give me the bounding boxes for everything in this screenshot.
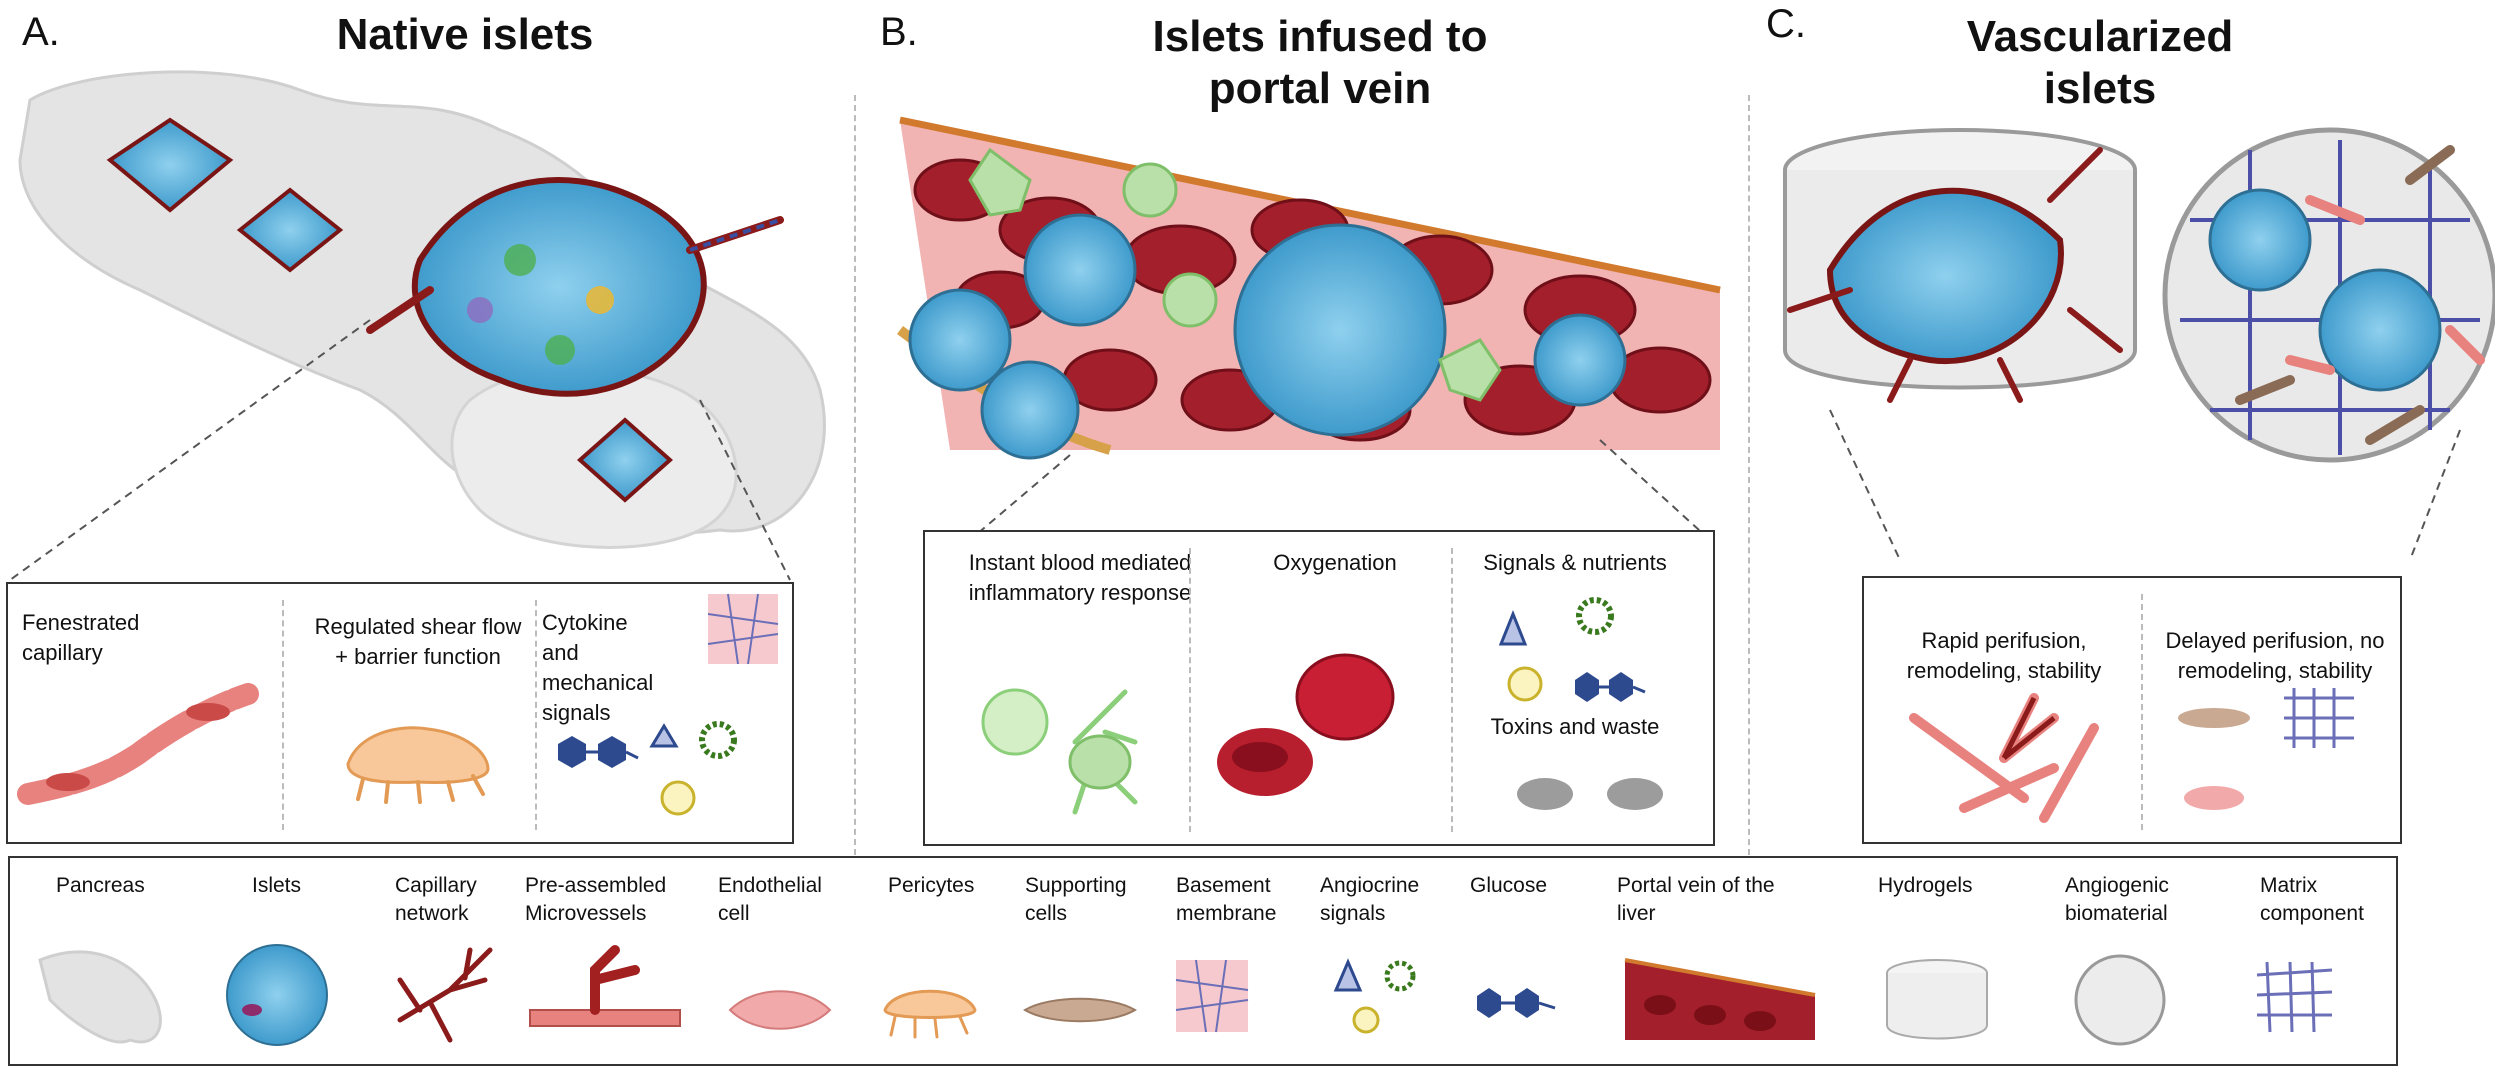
immune-response-icon [981,688,1138,815]
legend-label-portal-vein: Portal vein of the liver [1617,874,1775,925]
panel-a-divider-2 [535,600,537,830]
panel-a-letter: A. [22,10,60,54]
legend-label-angiocrine-signals: Angiocrine signals [1320,874,1420,925]
panel-b-cell-3-text: Signals & nutrients [1483,550,1667,575]
panel-c-title-line2: islets [2043,64,2157,113]
panel-b-title-line1: Islets infused to [1152,12,1488,61]
signals-cluster-icon [558,721,737,816]
biomaterial-sphere [2162,127,2495,463]
hydrogel-icon [1886,959,1988,1040]
panel-c-letter: C. [1766,2,1806,46]
panel-b-divider-1 [1189,548,1191,832]
panel-c-cell-2-text: Delayed perifusion, no remodeling, stabi… [2165,628,2385,683]
microvessel-icon [529,945,681,1027]
nutrients-icon [1498,597,1646,702]
vascularized-islets-illustration [1783,127,2495,561]
panel-a-title: Native islets [336,10,594,59]
panel-b-divider-2 [1451,548,1453,832]
panel-c-title-line1: Vascularized [1966,12,2234,61]
oxygenation-rbc-icon [1217,653,1395,796]
small-islet-2 [236,187,344,273]
hydrogel-cylinder [1783,128,2137,403]
divider-a-b [854,95,856,855]
legend-label-pancreas: Pancreas [56,874,145,897]
matrix-component-icon [2256,961,2333,1033]
basement-membrane-icon [1175,959,1249,1033]
waste-icon [1517,778,1663,810]
portal-vein-illustration [897,116,1721,541]
pericyte-icon [883,989,977,1039]
microvessels-icon [1909,693,2099,823]
panel-a-detail-box: Fenestrated capillary Regulated shear fl… [6,582,794,844]
legend-label-microvessels: Pre-assembled Microvessels [525,874,667,925]
legend-label-pericytes: Pericytes [888,874,975,897]
panel-b-detail-box: Instant blood mediated inflammatory resp… [923,530,1715,846]
panel-a-cell-1-text: Fenestrated capillary [22,610,140,665]
panel-c-cell-1-text: Rapid perifusion, remodeling, stability [1906,628,2102,683]
legend-label-islets: Islets [252,874,302,897]
legend-label-supporting-cells: Supporting cells [1025,874,1127,925]
infused-islets [908,213,1627,460]
panel-c-divider [2141,594,2143,830]
divider-b-c [1748,95,1750,855]
pancreas-illustration [9,70,826,581]
panel-b-cell-1-text: Instant blood mediated inflammatory resp… [968,550,1192,605]
panel-b-cell-2-text: Oxygenation [1273,550,1397,575]
legend-label-glucose: Glucose [1470,874,1548,897]
angiocrine-signals-icon [1333,958,1416,1034]
legend-label-capillary-network: Capillary network [395,874,477,925]
pancreas-icon [38,950,162,1044]
islet-icon [226,944,328,1046]
supporting-cell-icon [1023,997,1137,1023]
angiogenic-biomaterial-icon [2074,954,2166,1046]
panel-b-cell-4-text: Toxins and waste [1490,714,1660,739]
basement-membrane-sample-icon [707,593,779,665]
panel-c-detail-box: Rapid perifusion, remodeling, stability … [1862,576,2402,844]
small-islet-3 [576,417,674,503]
legend-label-angiogenic-biomaterial: Angiogenic biomaterial [2065,874,2169,925]
glucose-icon [1477,988,1556,1018]
small-islet-1 [106,117,234,213]
capillary-network-icon [397,947,493,1043]
endothelial-cell-icon [728,990,832,1030]
portal-vein-icon [1624,958,1816,1040]
legend-label-hydrogels: Hydrogels [1878,874,1973,897]
large-islet [366,177,784,397]
legend-label-basement-membrane: Basement membrane [1176,874,1277,925]
legend-label-matrix-component: Matrix component [2260,874,2364,925]
panel-a-divider-1 [282,600,284,830]
pericyte-cell-icon [346,726,490,804]
panel-a-cell-3-text: Cytokine and mechanical signals [542,610,654,725]
panel-a-cell-2-text: Regulated shear flow + barrier function [314,614,522,669]
delayed-perifusion-icon [2178,688,2354,810]
fenestrated-capillary-icon [17,683,259,805]
panel-b-title-line2: portal vein [1208,64,1432,113]
panel-b-letter: B. [880,10,918,54]
immune-cells [968,147,1502,402]
legend-label-endothelial-cell: Endothelial cell [718,874,822,925]
